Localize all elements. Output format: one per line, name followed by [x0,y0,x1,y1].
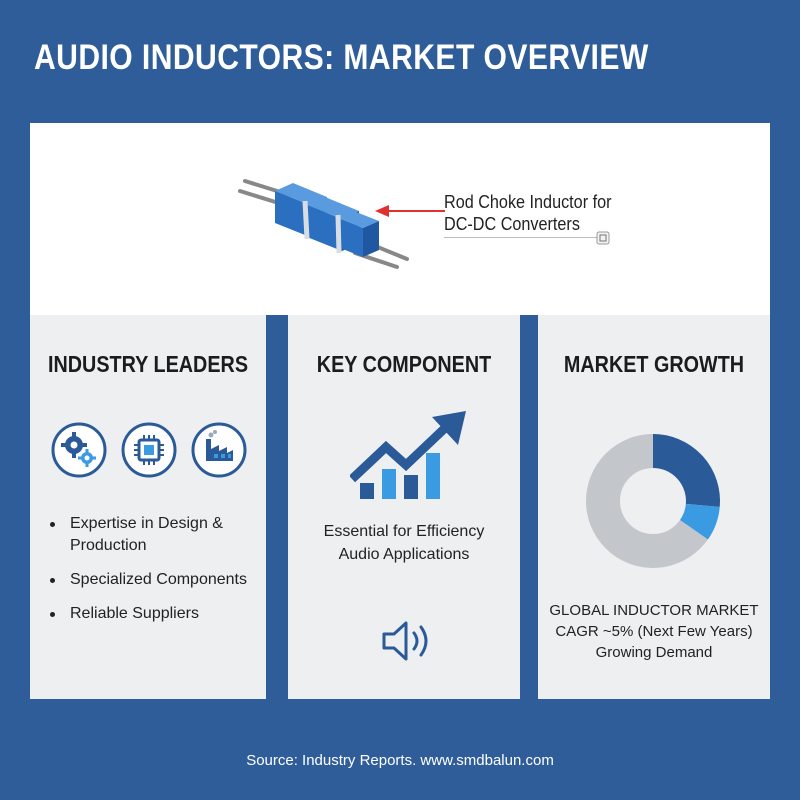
market-growth-panel: MARKET GROWTH GLOBAL INDUCTOR MARKET CAG… [538,315,770,699]
market-growth-description: GLOBAL INDUCTOR MARKET CAGR ~5% (Next Fe… [549,602,759,661]
caption-underline [444,237,600,238]
speaker-icon [382,621,428,661]
leader-bullet-list: Expertise in Design & Production Special… [48,513,263,637]
chip-icon [121,422,177,478]
industry-leaders-panel: INDUSTRY LEADERS [30,315,266,699]
panel-title: KEY COMPONENT [316,351,492,377]
list-item: Expertise in Design & Production [48,513,263,557]
source-footer: Source: Industry Reports. www.smdbalun.c… [246,752,554,769]
donut-chart-icon [586,434,720,568]
pointer-arrow-icon [375,205,445,217]
panel-title: INDUSTRY LEADERS [47,351,249,377]
list-item: Specialized Components [48,569,263,591]
panel-title: MARKET GROWTH [563,351,745,377]
key-component-panel: KEY COMPONENT Essential for Efficiency A… [288,315,520,699]
inductor-caption: Rod Choke Inductor for DC-DC Converters [444,191,624,235]
caption-line-2: DC-DC Converters [444,214,580,234]
key-component-description: Essential for Efficiency Audio Applicati… [323,523,485,563]
caption-line-1: Rod Choke Inductor for [444,192,612,212]
growth-chart-icon [350,411,466,499]
factory-icon [191,422,247,478]
page-title: AUDIO INDUCTORS: MARKET OVERVIEW [34,38,649,77]
hero-section: Rod Choke Inductor for DC-DC Converters [30,123,770,315]
gears-icon [51,422,107,478]
rod-choke-inductor-icon [238,179,409,269]
copy-icon[interactable] [596,231,610,245]
list-item: Reliable Suppliers [48,603,263,625]
